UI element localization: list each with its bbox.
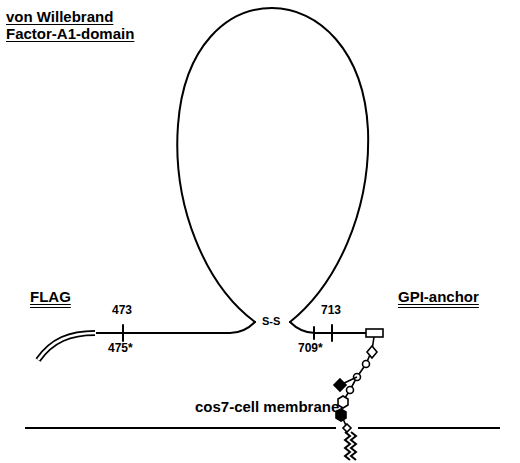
flag-tag [38, 333, 95, 360]
tag-label: FLAG [30, 288, 71, 305]
domain-title: von Willebrand Factor-A1-domain [6, 8, 156, 43]
cell-membrane [25, 428, 500, 460]
residue-tick [331, 325, 333, 341]
residue-number: 475* [108, 342, 133, 356]
residue-tick [122, 325, 124, 341]
domain-loop [177, 8, 368, 322]
membrane-label: cos7-cell membrane [195, 398, 339, 415]
residue-number: 713 [321, 304, 341, 318]
c-terminal-chain [290, 322, 366, 333]
flag-tag-inner [38, 333, 96, 360]
residue-tick [313, 327, 315, 339]
residue-number: 709* [298, 342, 323, 356]
residue-number: 473 [112, 304, 132, 318]
disulfide-label: S-S [262, 315, 280, 328]
gpi-anchor-symbol [334, 329, 383, 432]
n-terminal-chain [95, 322, 255, 333]
anchor-label: GPI-anchor [398, 288, 479, 305]
